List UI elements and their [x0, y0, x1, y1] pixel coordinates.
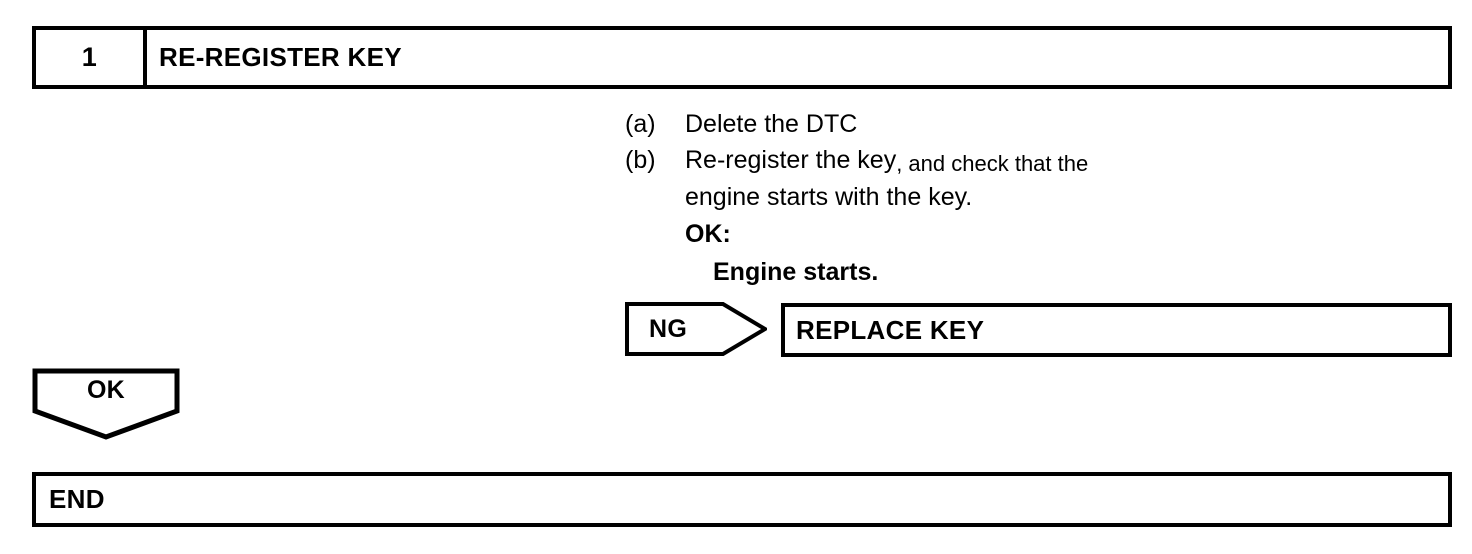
ng-arrow-shape — [625, 302, 767, 356]
instruction-item-a: (a) Delete the DTC — [625, 106, 1325, 142]
step-title: RE-REGISTER KEY — [159, 42, 402, 72]
end-box: END — [32, 472, 1452, 527]
instruction-marker-b: (b) — [625, 146, 656, 174]
ok-arrow-shape — [32, 368, 180, 440]
branch-ok-arrow: OK — [32, 368, 180, 440]
step-number: 1 — [36, 30, 147, 85]
result-ok-label: OK: — [685, 220, 731, 248]
instruction-text-a: Delete the DTC — [685, 110, 858, 138]
instruction-text-b-small: , and check that the — [896, 151, 1089, 176]
result-ok-detail: Engine starts. — [713, 258, 879, 286]
instruction-marker-a: (a) — [625, 110, 656, 138]
instruction-text-b: Re-register the key, and check that the — [685, 142, 1325, 179]
branch-ok-label: OK — [86, 376, 126, 404]
instruction-text-b-main: Re-register the key — [685, 146, 897, 174]
instruction-continuation: engine starts with the key. — [685, 183, 973, 211]
branch-ng-arrow: NG — [625, 302, 767, 356]
instruction-block: (a) Delete the DTC (b) Re-register the k… — [625, 106, 1325, 291]
replace-key-box: REPLACE KEY — [781, 303, 1452, 357]
instruction-item-b: (b) Re-register the key, and check that … — [625, 142, 1325, 179]
branch-ng-label: NG — [649, 314, 688, 343]
step-header-box: 1 RE-REGISTER KEY — [32, 26, 1452, 89]
